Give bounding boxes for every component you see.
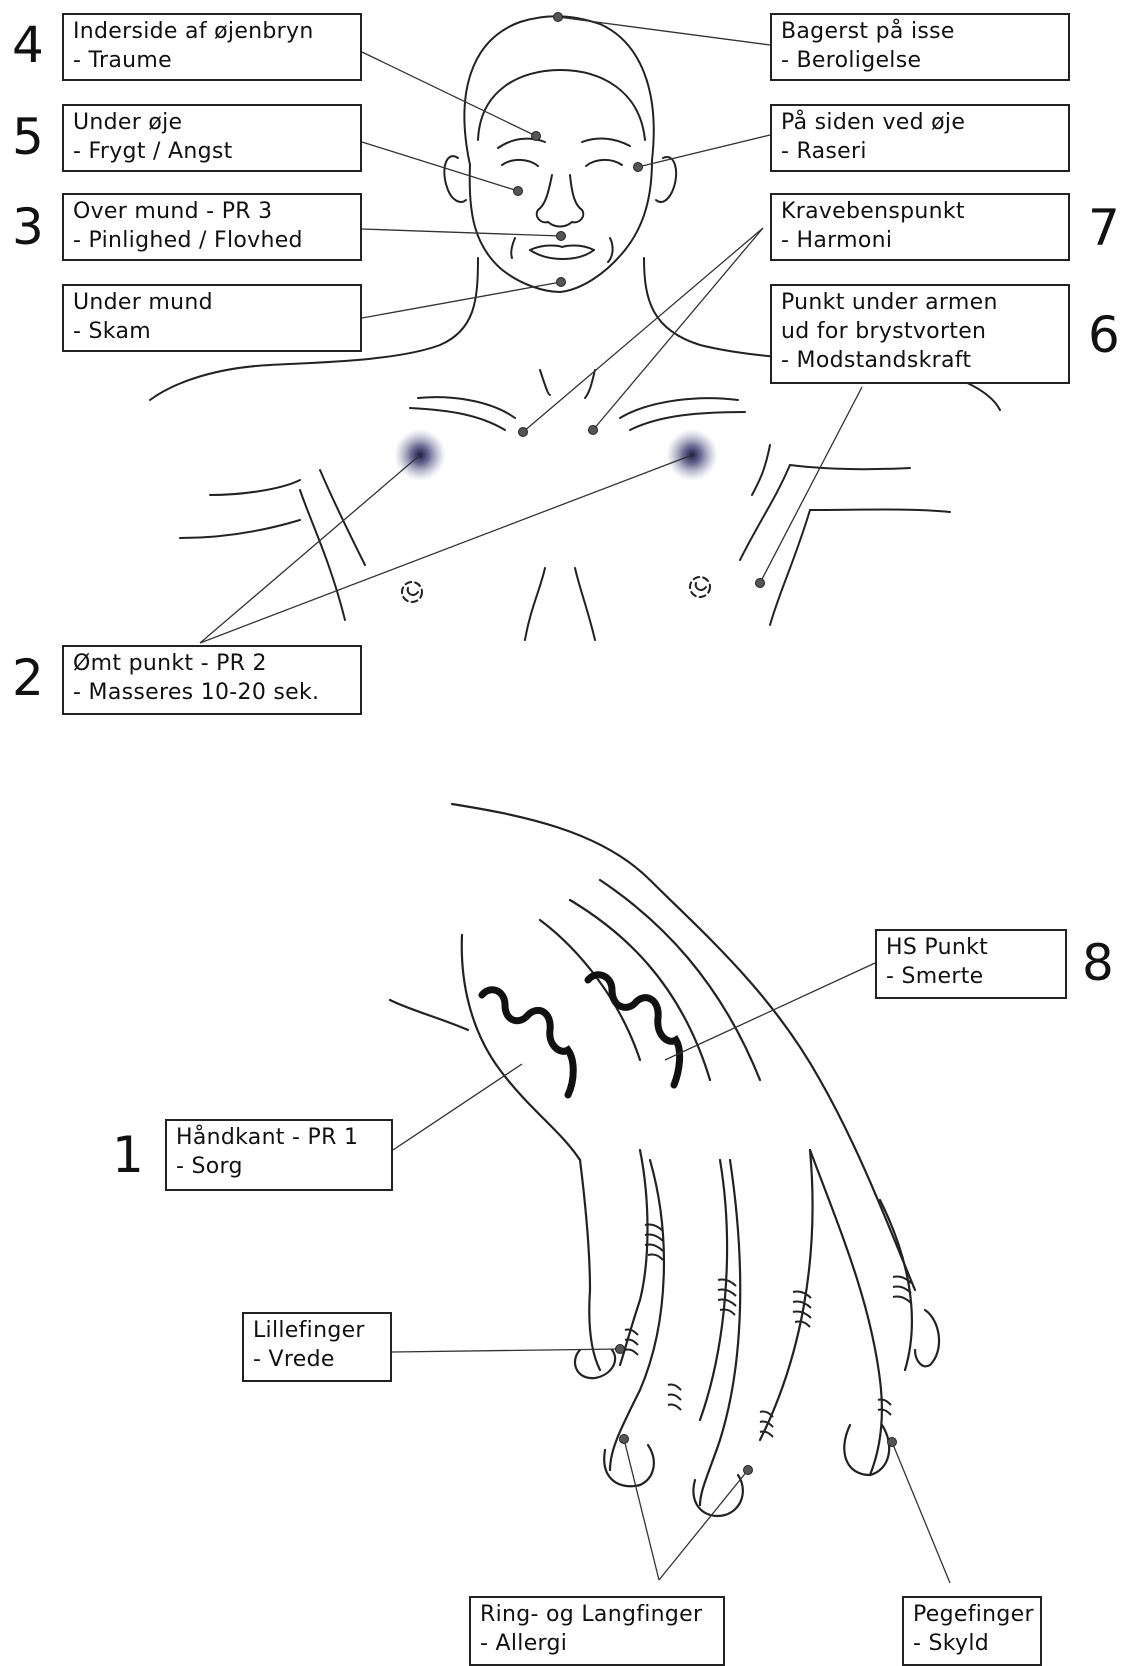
label-text-1: Under mund [73,288,351,317]
label-lillefinger: Lillefinger - Vrede [242,1312,392,1382]
label-text-1: HS Punkt [886,933,1056,962]
hand-leader-lines [392,963,950,1583]
label-text-2: - Masseres 10-20 sek. [73,678,351,707]
step-number-1: 1 [112,1130,144,1180]
label-text-1: Håndkant - PR 1 [176,1123,382,1152]
label-siden-oje: På siden ved øje - Raseri [770,104,1070,172]
label-text-2: - Beroligelse [781,46,1059,75]
label-text-3: - Modstandskraft [781,346,1059,375]
label-text-2: ud for brystvorten [781,317,1059,346]
label-over-mund: Over mund - PR 3 - Pinlighed / Flovhed [62,193,362,261]
label-handkant: Håndkant - PR 1 - Sorg [165,1119,393,1191]
label-text-1: Inderside af øjenbryn [73,17,351,46]
label-text-2: - Raseri [781,137,1059,166]
label-text-1: Over mund - PR 3 [73,197,351,226]
hand-drawing [390,804,939,1516]
label-text-1: Bagerst på isse [781,17,1059,46]
step-number-2: 2 [12,653,44,703]
label-text-2: - Frygt / Angst [73,137,351,166]
step-number-5: 5 [12,112,44,162]
label-text-1: På siden ved øje [781,108,1059,137]
torso-points [514,13,765,588]
step-number-7: 7 [1088,203,1120,253]
step-number-8: 8 [1082,938,1114,988]
label-under-mund: Under mund - Skam [62,284,362,352]
label-text-1: Lillefinger [253,1316,381,1345]
knuckle-creases [625,1224,911,1437]
label-omt-punkt: Ømt punkt - PR 2 - Masseres 10-20 sek. [62,645,362,715]
label-inderside-ojenbryn: Inderside af øjenbryn - Traume [62,13,362,81]
hand-points [616,1345,897,1475]
label-hs-punkt: HS Punkt - Smerte [875,929,1067,999]
label-text-1: Ømt punkt - PR 2 [73,649,351,678]
label-text-2: - Sorg [176,1152,382,1181]
step-number-4: 4 [12,20,44,70]
label-text-2: - Skam [73,317,351,346]
label-text-1: Punkt under armen [781,288,1059,317]
label-ringfinger: Ring- og Langfinger - Allergi [469,1596,725,1666]
label-under-oje: Under øje - Frygt / Angst [62,104,362,172]
step-number-6: 6 [1088,310,1120,360]
step-number-3: 3 [12,202,44,252]
label-text-2: - Pinlighed / Flovhed [73,226,351,255]
label-bagerst-isse: Bagerst på isse - Beroligelse [770,13,1070,81]
label-text-1: Pegefinger [913,1600,1031,1629]
label-text-2: - Allergi [480,1629,714,1658]
label-text-2: - Traume [73,46,351,75]
label-text-1: Ring- og Langfinger [480,1600,714,1629]
label-pegefinger: Pegefinger - Skyld [902,1596,1042,1666]
label-under-armen: Punkt under armen ud for brystvorten - M… [770,284,1070,384]
label-text-2: - Skyld [913,1629,1031,1658]
label-text-2: - Smerte [886,962,1056,991]
label-text-1: Kravebenspunkt [781,197,1059,226]
hs-squiggles [482,975,680,1095]
label-text-1: Under øje [73,108,351,137]
label-text-2: - Harmoni [781,226,1059,255]
label-kraveben: Kravebenspunkt - Harmoni [770,193,1070,261]
label-text-2: - Vrede [253,1345,381,1374]
